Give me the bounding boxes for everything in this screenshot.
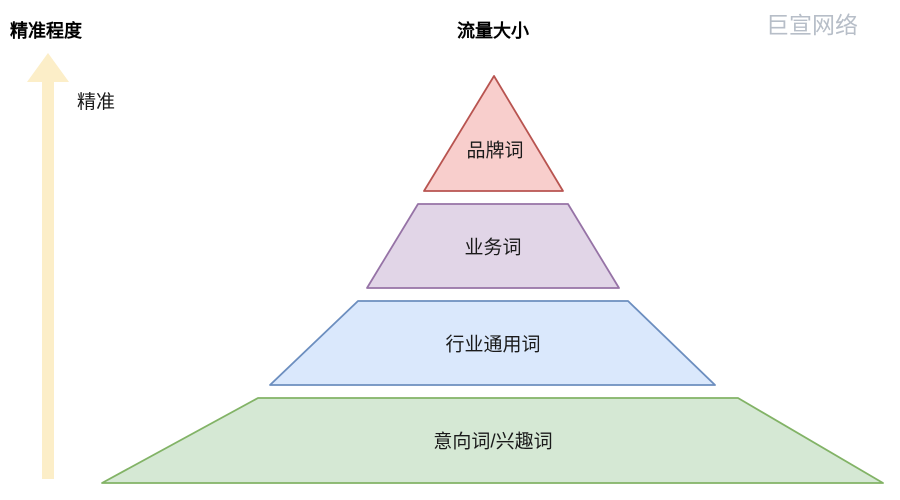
precision-up-arrow-icon xyxy=(27,53,69,479)
layer-label-industry-generic-words: 行业通用词 xyxy=(445,334,541,356)
traffic-size-title: 流量大小 xyxy=(457,21,529,41)
layer-label-brand-words: 品牌词 xyxy=(466,140,524,162)
layer-label-intent-interest-words: 意向词/兴趣词 xyxy=(433,431,553,453)
pyramid-layer-industry-generic-words xyxy=(269,300,716,386)
precision-arrow-label: 精准 xyxy=(77,92,116,113)
layer-label-business-words: 业务词 xyxy=(464,237,522,259)
precision-axis-title: 精准程度 xyxy=(10,21,82,41)
watermark-brand-text: 巨宣网络 xyxy=(766,12,858,38)
pyramid-layer-intent-interest-words xyxy=(101,397,884,484)
pyramid-layer-brand-words xyxy=(423,75,564,192)
pyramid-layer-business-words xyxy=(366,203,620,289)
